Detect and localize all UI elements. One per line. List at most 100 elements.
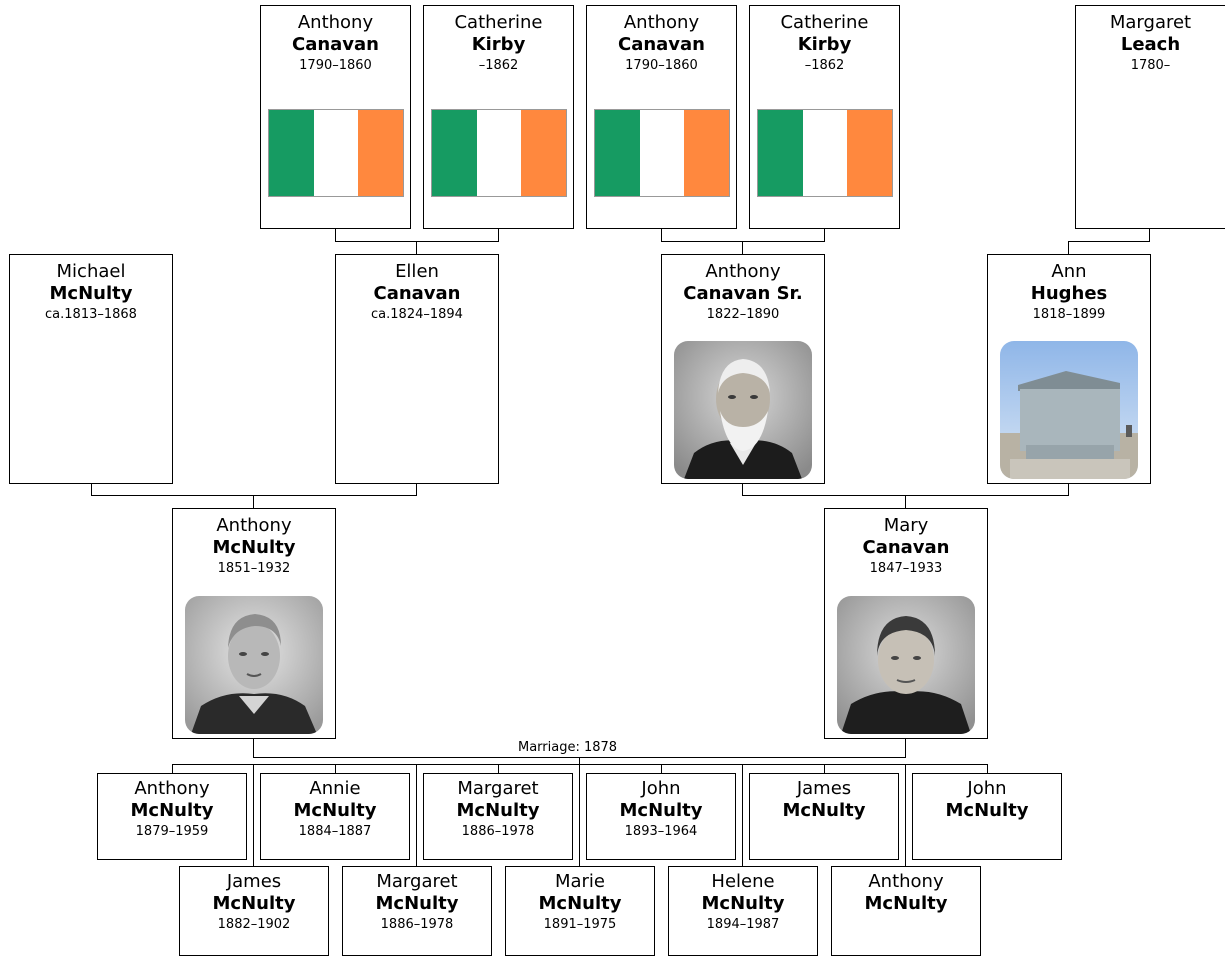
last-name: Hughes [1030, 283, 1108, 304]
irish-flag-icon [431, 109, 567, 197]
irish-flag-icon [757, 109, 893, 197]
last-name: McNulty [130, 800, 214, 821]
person-card[interactable]: Anthony Canavan 1790–1860 [586, 5, 737, 229]
life-dates: 1818–1899 [1032, 307, 1106, 322]
last-name: Canavan [617, 34, 705, 55]
connector [416, 764, 417, 866]
first-name: Anthony [216, 515, 292, 536]
child-card[interactable]: Anthony McNulty 1879–1959 [97, 773, 247, 860]
connector [253, 738, 254, 758]
person-card[interactable]: Ann Hughes 1818–1899 [987, 254, 1151, 484]
person-card[interactable]: Michael McNulty ca.1813–1868 [9, 254, 173, 484]
connector [742, 483, 743, 495]
first-name: Margaret [457, 778, 539, 799]
child-card[interactable]: Marie McNulty 1891–1975 [505, 866, 655, 956]
connector [416, 241, 417, 255]
last-name: McNulty [701, 893, 785, 914]
connector [742, 764, 743, 866]
first-name: Anthony [623, 12, 700, 33]
child-card[interactable]: Margaret McNulty 1886–1978 [423, 773, 573, 860]
person-card[interactable]: Catherine Kirby –1862 [749, 5, 900, 229]
child-card[interactable]: John McNulty 1893–1964 [586, 773, 736, 860]
life-dates: 1886–1978 [380, 917, 454, 932]
connector [335, 228, 336, 242]
first-name: Anthony [705, 261, 781, 282]
portrait-photo [837, 596, 975, 734]
connector [987, 764, 988, 773]
child-card[interactable]: Annie McNulty 1884–1887 [260, 773, 410, 860]
last-name: McNulty [456, 800, 540, 821]
connector [824, 764, 825, 773]
last-name: McNulty [864, 893, 948, 914]
last-name: Leach [1120, 34, 1181, 55]
first-name: Annie [309, 778, 361, 799]
portrait-photo [185, 596, 323, 734]
connector [498, 228, 499, 242]
person-card[interactable]: Anthony Canavan 1790–1860 [260, 5, 411, 229]
life-dates: 1884–1887 [298, 824, 372, 839]
connector [905, 738, 906, 758]
connector [905, 495, 906, 509]
last-name: Kirby [797, 34, 852, 55]
first-name: Margaret [1109, 12, 1192, 33]
last-name: McNulty [945, 800, 1029, 821]
life-dates: 1886–1978 [461, 824, 535, 839]
last-name: McNulty [375, 893, 459, 914]
life-dates: 1847–1933 [869, 561, 943, 576]
connector [335, 764, 336, 773]
connector [579, 757, 580, 764]
life-dates: 1879–1959 [135, 824, 209, 839]
last-name: McNulty [49, 283, 133, 304]
child-card[interactable]: Margaret McNulty 1886–1978 [342, 866, 492, 956]
child-card[interactable]: Anthony McNulty [831, 866, 981, 956]
connector [1068, 483, 1069, 495]
first-name: Ann [1051, 261, 1087, 282]
first-name: James [796, 778, 852, 799]
connector [661, 241, 825, 242]
connector [905, 764, 906, 866]
first-name: John [967, 778, 1007, 799]
last-name: Canavan [862, 537, 950, 558]
life-dates: 1882–1902 [217, 917, 291, 932]
life-dates: 1790–1860 [299, 58, 372, 73]
connector [579, 764, 580, 866]
connector [91, 483, 92, 495]
last-name: McNulty [538, 893, 622, 914]
last-name: Canavan Sr. [683, 283, 803, 304]
gravestone-photo [1000, 341, 1138, 479]
last-name: Canavan [373, 283, 461, 304]
connector [253, 764, 254, 866]
child-card[interactable]: James McNulty [749, 773, 899, 860]
connector [742, 241, 743, 255]
connector [1068, 241, 1069, 255]
first-name: Margaret [376, 871, 458, 892]
connector [91, 495, 417, 496]
connector [661, 228, 662, 242]
child-card[interactable]: James McNulty 1882–1902 [179, 866, 329, 956]
person-card[interactable]: Margaret Leach 1780– [1075, 5, 1225, 229]
person-card[interactable]: Anthony McNulty 1851–1932 [172, 508, 336, 739]
last-name: McNulty [212, 893, 296, 914]
life-dates: ca.1813–1868 [45, 307, 137, 322]
irish-flag-icon [268, 109, 404, 197]
connector [661, 764, 662, 773]
person-card[interactable]: Anthony Canavan Sr. 1822–1890 [661, 254, 825, 484]
first-name: James [226, 871, 282, 892]
life-dates: 1891–1975 [543, 917, 617, 932]
life-dates: 1780– [1130, 58, 1171, 73]
person-card[interactable]: Mary Canavan 1847–1933 [824, 508, 988, 739]
first-name: Mary [883, 515, 929, 536]
life-dates: ca.1824–1894 [371, 307, 463, 322]
connector [172, 764, 173, 773]
child-card[interactable]: Helene McNulty 1894–1987 [668, 866, 818, 956]
first-name: Anthony [134, 778, 210, 799]
connector [1068, 241, 1150, 242]
child-card[interactable]: John McNulty [912, 773, 1062, 860]
connector [824, 228, 825, 242]
last-name: McNulty [293, 800, 377, 821]
connector [253, 495, 254, 509]
person-card[interactable]: Catherine Kirby –1862 [423, 5, 574, 229]
portrait-photo [674, 341, 812, 479]
person-card[interactable]: Ellen Canavan ca.1824–1894 [335, 254, 499, 484]
life-dates: –1862 [478, 58, 519, 73]
